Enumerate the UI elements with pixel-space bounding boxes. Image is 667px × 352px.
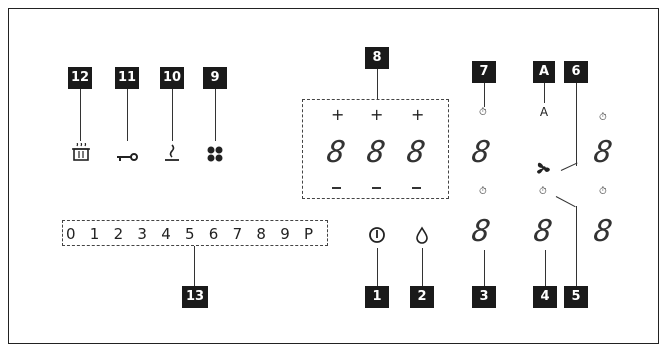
callout-8: 8 — [365, 47, 389, 69]
leader-2 — [422, 248, 423, 286]
leader-7 — [484, 83, 485, 107]
plus-button-right[interactable]: + — [411, 105, 425, 124]
callout-6: 6 — [564, 61, 588, 83]
minus-button-left[interactable] — [332, 187, 341, 189]
leader-3 — [484, 250, 485, 286]
power-level-8[interactable]: 8 — [256, 225, 266, 243]
power-level-2[interactable]: 2 — [113, 225, 124, 243]
timer-icon-col1-bottom: ⏱ — [479, 186, 487, 197]
leader-11 — [127, 89, 128, 141]
callout-13: 13 — [182, 286, 208, 308]
power-level-5[interactable]: 5 — [185, 225, 195, 243]
leader-5-vertical — [576, 206, 577, 286]
power-level-P[interactable]: P — [304, 225, 314, 243]
keep-warm-icon[interactable] — [162, 143, 182, 163]
leader-13 — [194, 246, 195, 286]
drop-icon[interactable] — [414, 226, 430, 244]
callout-9: 9 — [203, 67, 227, 89]
callout-7: 7 — [472, 61, 496, 83]
pot-icon[interactable] — [70, 142, 92, 163]
cooking-zone-display-box — [302, 99, 449, 199]
minus-button-right[interactable] — [412, 187, 421, 189]
power-level-1[interactable]: 1 — [89, 225, 100, 243]
callout-2: 2 — [410, 286, 434, 308]
auto-label: A — [539, 105, 549, 119]
leader-12 — [80, 89, 81, 141]
callout-11: 11 — [115, 67, 139, 89]
power-level-9[interactable]: 9 — [280, 225, 290, 243]
minus-button-center[interactable] — [372, 187, 381, 189]
plus-button-left[interactable]: + — [331, 105, 345, 124]
key-icon[interactable] — [115, 148, 139, 161]
timer-icon-col1-top: ⏱ — [479, 107, 487, 118]
plus-button-center[interactable]: + — [370, 105, 384, 124]
power-level-0[interactable]: 0 — [66, 225, 76, 243]
power-level-3[interactable]: 3 — [137, 225, 147, 243]
callout-5: 5 — [564, 286, 588, 308]
power-level-6[interactable]: 6 — [208, 225, 219, 243]
leader-10 — [172, 89, 173, 141]
flex-zone-icon[interactable] — [205, 144, 225, 164]
power-level-7[interactable]: 7 — [232, 225, 243, 243]
callout-1: 1 — [365, 286, 389, 308]
leader-4 — [545, 250, 546, 286]
callout-10: 10 — [160, 67, 184, 89]
callout-A: A — [533, 61, 555, 83]
leader-6-vertical — [576, 83, 577, 166]
power-icon[interactable] — [367, 225, 387, 245]
power-level-slider[interactable] — [62, 220, 328, 246]
fan-icon[interactable] — [534, 158, 554, 178]
timer-icon-col3-top: ⏱ — [599, 112, 607, 123]
control-panel — [8, 8, 659, 344]
timer-icon-col2-bottom: ⏱ — [539, 186, 547, 197]
callout-4: 4 — [533, 286, 557, 308]
callout-12: 12 — [68, 67, 92, 89]
leader-A — [544, 83, 545, 103]
leader-1 — [377, 248, 378, 286]
callout-3: 3 — [472, 286, 496, 308]
leader-9 — [215, 89, 216, 141]
power-level-4[interactable]: 4 — [161, 225, 171, 243]
leader-8 — [377, 69, 378, 99]
timer-icon-col3-bottom: ⏱ — [599, 186, 607, 197]
